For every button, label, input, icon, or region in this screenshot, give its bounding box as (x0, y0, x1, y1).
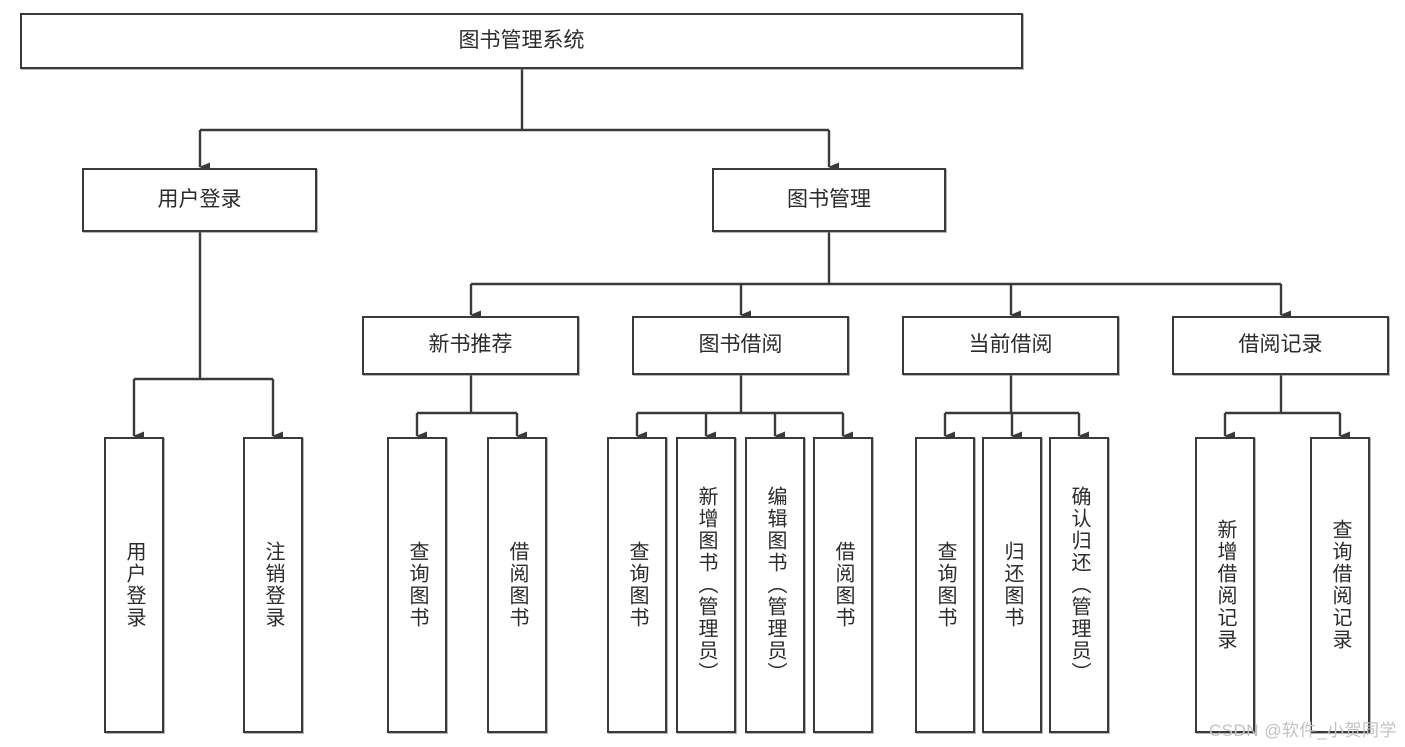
node-current-borrow-label: 当前借阅 (968, 333, 1053, 357)
node-leaf-user-login-label: 用户登录 (123, 541, 145, 629)
node-leaf-query-book-2[interactable]: 查询图书 (607, 437, 667, 733)
node-new-book-recommend-label: 新书推荐 (428, 333, 513, 357)
node-leaf-borrow-book-1-label: 借阅图书 (506, 541, 528, 629)
node-root-label: 图书管理系统 (458, 28, 585, 52)
node-user-login-label: 用户登录 (157, 187, 242, 211)
node-book-manage-label: 图书管理 (787, 187, 871, 211)
node-leaf-return-book-label: 归还图书 (1001, 541, 1023, 629)
node-current-borrow[interactable]: 当前借阅 (902, 316, 1119, 375)
node-leaf-query-book-2-label: 查询图书 (626, 541, 648, 629)
node-user-login[interactable]: 用户登录 (82, 168, 317, 232)
node-leaf-add-book-label: 新增图书（管理员） (695, 486, 717, 684)
node-book-borrow-label: 图书借阅 (698, 333, 783, 357)
node-book-manage[interactable]: 图书管理 (712, 168, 946, 232)
node-leaf-borrow-book-1[interactable]: 借阅图书 (487, 437, 547, 733)
node-leaf-borrow-book-2-label: 借阅图书 (832, 541, 854, 629)
node-leaf-edit-book[interactable]: 编辑图书（管理员） (745, 437, 805, 733)
watermark-text: CSDN @软件_小贺同学 (1208, 721, 1397, 740)
node-leaf-add-book[interactable]: 新增图书（管理员） (676, 437, 736, 733)
node-leaf-logout[interactable]: 注销登录 (243, 437, 303, 733)
node-leaf-confirm-return[interactable]: 确认归还（管理员） (1049, 437, 1109, 733)
node-borrow-record[interactable]: 借阅记录 (1172, 316, 1389, 375)
node-leaf-query-record[interactable]: 查询借阅记录 (1310, 437, 1370, 733)
node-borrow-record-label: 借阅记录 (1238, 333, 1323, 357)
node-leaf-borrow-book-2[interactable]: 借阅图书 (813, 437, 873, 733)
node-leaf-query-book-1[interactable]: 查询图书 (387, 437, 447, 733)
node-root[interactable]: 图书管理系统 (20, 13, 1023, 69)
node-leaf-return-book[interactable]: 归还图书 (982, 437, 1042, 733)
node-leaf-query-record-label: 查询借阅记录 (1329, 519, 1351, 651)
node-leaf-logout-label: 注销登录 (262, 541, 284, 629)
node-leaf-query-book-1-label: 查询图书 (406, 541, 428, 629)
node-leaf-add-record-label: 新增借阅记录 (1214, 519, 1236, 651)
node-leaf-confirm-return-label: 确认归还（管理员） (1068, 486, 1090, 684)
node-leaf-user-login[interactable]: 用户登录 (104, 437, 164, 733)
node-leaf-query-book-3-label: 查询图书 (934, 541, 956, 629)
node-leaf-edit-book-label: 编辑图书（管理员） (764, 486, 786, 684)
node-new-book-recommend[interactable]: 新书推荐 (362, 316, 579, 375)
node-leaf-query-book-3[interactable]: 查询图书 (915, 437, 975, 733)
node-book-borrow[interactable]: 图书借阅 (632, 316, 849, 375)
node-leaf-add-record[interactable]: 新增借阅记录 (1195, 437, 1255, 733)
